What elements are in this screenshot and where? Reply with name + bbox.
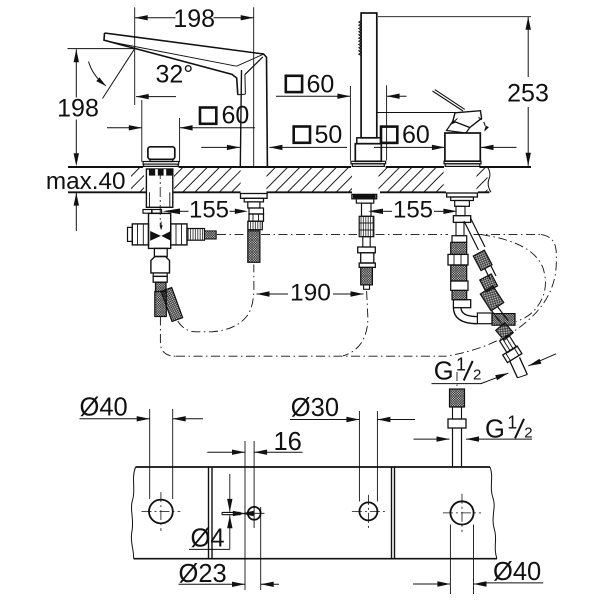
- svg-text:198: 198: [57, 95, 99, 123]
- svg-text:G: G: [485, 416, 505, 444]
- svg-text:190: 190: [290, 280, 331, 307]
- svg-text:198: 198: [173, 5, 215, 33]
- svg-text:155: 155: [393, 197, 433, 224]
- svg-text:2: 2: [524, 424, 532, 441]
- svg-text:Ø30: Ø30: [291, 394, 339, 422]
- svg-text:Ø40: Ø40: [80, 394, 128, 422]
- svg-text:32°: 32°: [156, 61, 194, 89]
- svg-text:2: 2: [473, 366, 481, 383]
- svg-text:G: G: [434, 358, 454, 386]
- svg-text:Ø40: Ø40: [493, 558, 541, 586]
- svg-text:1: 1: [456, 354, 466, 374]
- svg-text:16: 16: [274, 428, 302, 456]
- svg-text:max.40: max.40: [46, 168, 126, 195]
- svg-text:Ø23: Ø23: [179, 560, 227, 588]
- svg-text:60: 60: [222, 101, 250, 129]
- svg-text:1: 1: [507, 412, 517, 432]
- svg-text:60: 60: [307, 70, 335, 98]
- svg-text:Ø4: Ø4: [191, 525, 225, 553]
- svg-text:155: 155: [189, 197, 229, 224]
- svg-text:60: 60: [402, 121, 430, 149]
- svg-text:253: 253: [507, 80, 549, 108]
- svg-text:50: 50: [315, 121, 343, 149]
